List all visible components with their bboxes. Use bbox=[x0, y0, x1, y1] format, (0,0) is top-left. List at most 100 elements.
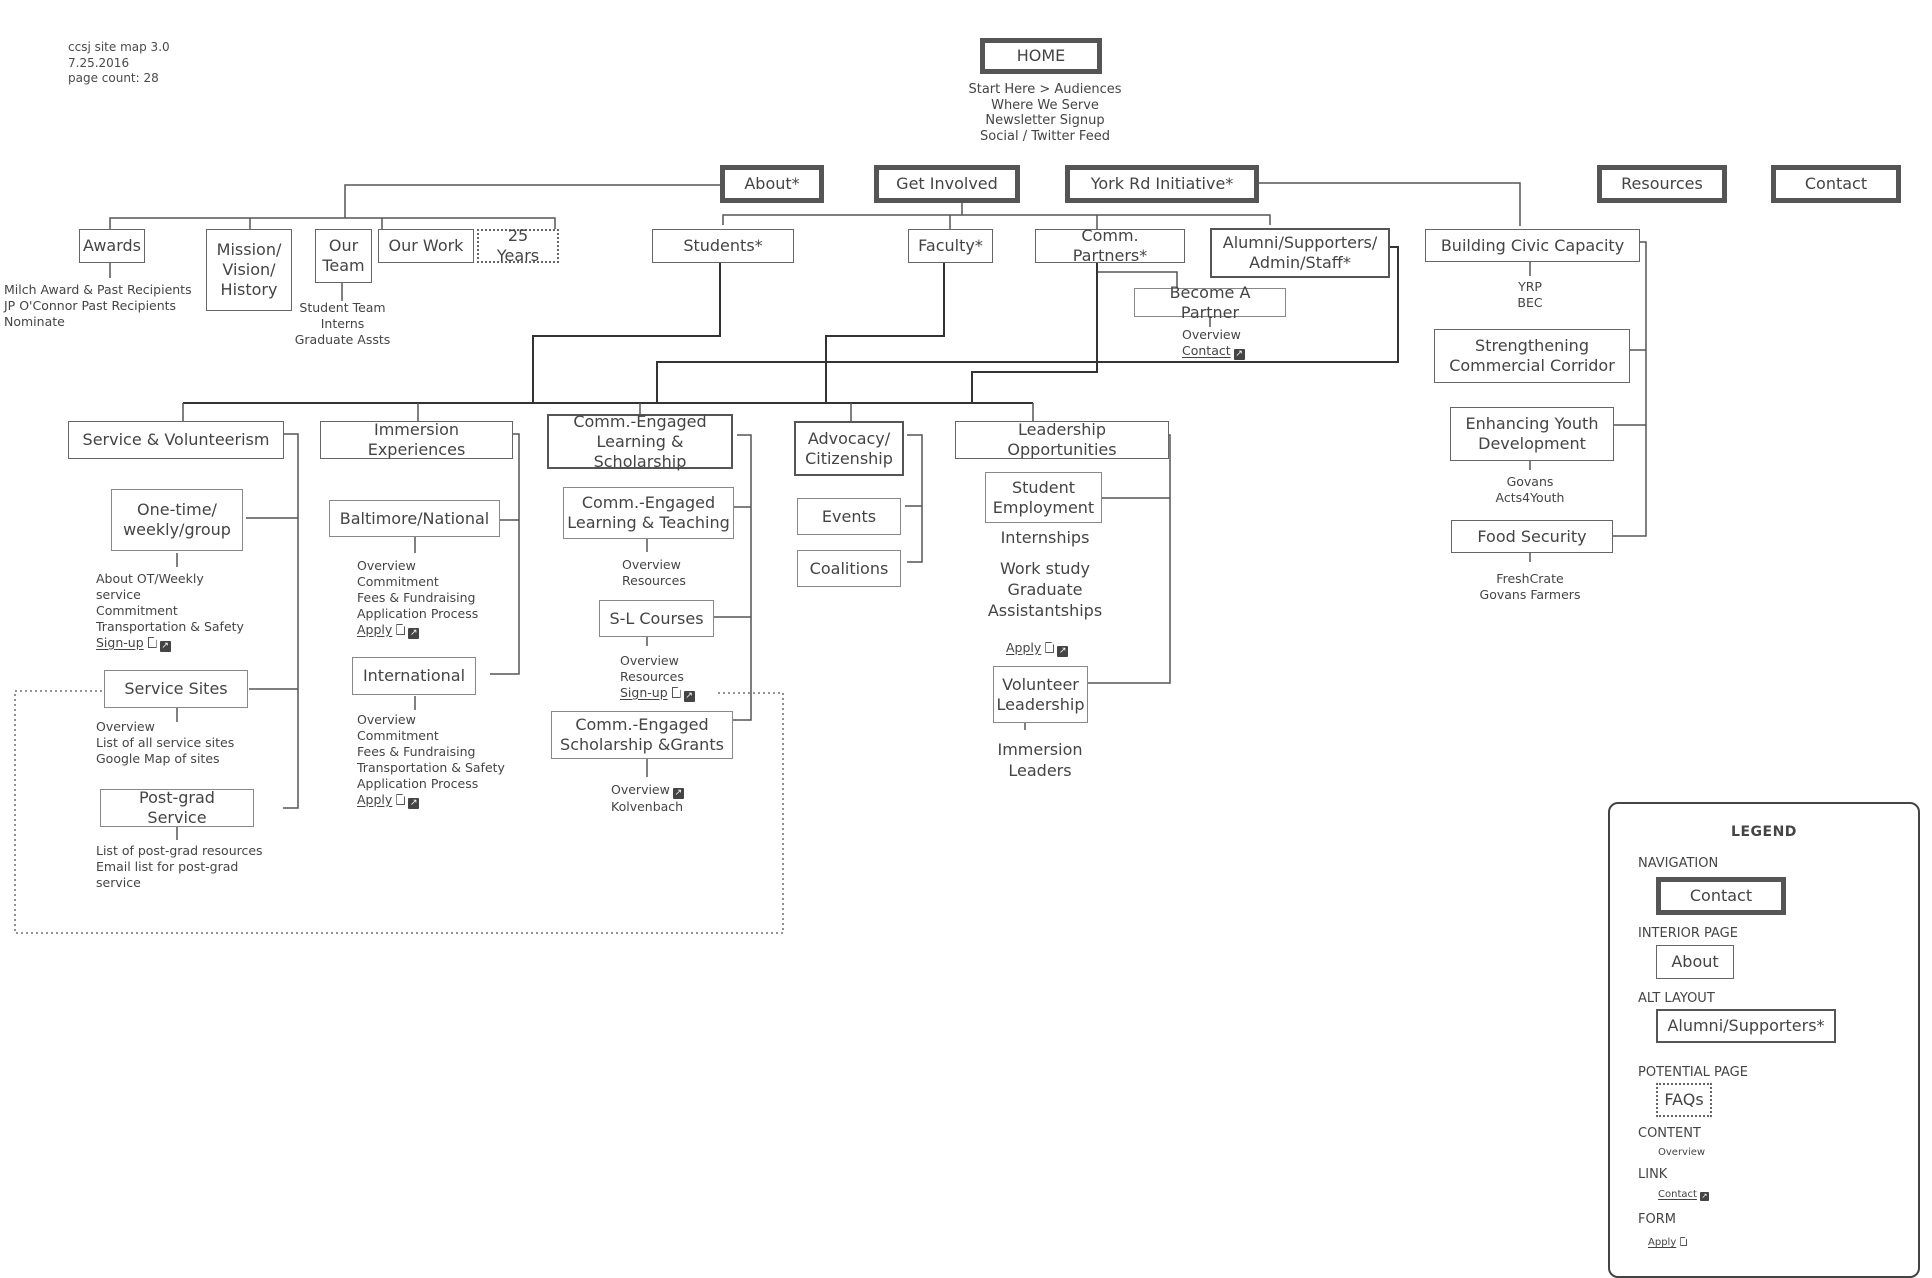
page-awards[interactable]: Awards bbox=[79, 229, 145, 263]
nav-york-rd-initiative[interactable]: York Rd Initiative* bbox=[1065, 165, 1259, 203]
page-comm-engaged-scholarship-grants[interactable]: Comm.-Engaged Scholarship &Grants bbox=[551, 711, 733, 759]
volunteer-content: Immersion Leaders bbox=[985, 739, 1095, 781]
page-faculty[interactable]: Faculty* bbox=[908, 229, 993, 263]
link-label: Overview bbox=[611, 782, 670, 797]
student-employment-content: Internships Work study Graduate Assistan… bbox=[975, 527, 1115, 621]
form-item[interactable]: Sign-up↗ bbox=[620, 685, 695, 702]
link-label: Contact bbox=[1182, 343, 1231, 358]
form-icon bbox=[396, 794, 406, 805]
page-label: Comm.-Engaged Learning & Scholarship bbox=[573, 411, 707, 471]
page-our-team[interactable]: Our Team bbox=[315, 229, 372, 283]
page-label: S-L Courses bbox=[609, 608, 704, 628]
page-label: Food Security bbox=[1477, 526, 1587, 546]
page-label: Alumni/Supporters/ Admin/Staff* bbox=[1222, 233, 1378, 272]
page-enhancing-youth-development[interactable]: Enhancing Youth Development bbox=[1450, 407, 1614, 461]
page-comm-partners[interactable]: Comm. Partners* bbox=[1035, 226, 1185, 265]
content-item: Commitment bbox=[357, 574, 439, 589]
page-events[interactable]: Events bbox=[797, 498, 901, 535]
home-node[interactable]: HOME bbox=[980, 38, 1102, 74]
page-immersion-experiences[interactable]: Immersion Experiences bbox=[320, 420, 513, 459]
page-comm-engaged-learning-teaching[interactable]: Comm.-Engaged Learning & Teaching bbox=[563, 487, 734, 539]
legend-category-navigation: NAVIGATION bbox=[1638, 856, 1719, 871]
page-become-a-partner[interactable]: Become A Partner bbox=[1134, 283, 1286, 322]
page-label: Service Sites bbox=[124, 679, 228, 698]
connector-york bbox=[1258, 182, 1521, 226]
content-item: Where We Serve bbox=[991, 97, 1099, 113]
page-mission-vision-history[interactable]: Mission/ Vision/ History bbox=[206, 229, 292, 311]
page-food-security[interactable]: Food Security bbox=[1451, 520, 1613, 553]
page-label: 25 Years bbox=[496, 226, 540, 265]
page-international[interactable]: International bbox=[352, 657, 476, 695]
content-item: Kolvenbach bbox=[611, 799, 684, 814]
form-item[interactable]: Sign-up↗ bbox=[96, 635, 244, 652]
page-label: Volunteer Leadership bbox=[996, 674, 1085, 714]
page-label: Faculty* bbox=[918, 236, 983, 255]
content-item: JP O'Connor Past Recipients bbox=[4, 298, 177, 313]
content-item: Overview bbox=[357, 558, 416, 573]
form-item[interactable]: Apply↗ bbox=[357, 792, 505, 809]
nav-contact[interactable]: Contact bbox=[1771, 165, 1901, 203]
page-strengthening-commercial-corridor[interactable]: Strengthening Commercial Corridor bbox=[1434, 329, 1630, 383]
become-partner-content: Overview Contact↗ bbox=[1182, 327, 1245, 360]
content-item: Student Team bbox=[299, 300, 386, 315]
form-label: Sign-up bbox=[96, 635, 144, 650]
potential-page-25-years[interactable]: 25 Years bbox=[477, 226, 559, 265]
our-team-content: Student Team Interns Graduate Assts bbox=[285, 300, 400, 348]
content-item: Start Here > Audiences bbox=[968, 82, 1122, 97]
content-item: List of post-grad resources bbox=[96, 843, 263, 858]
legend-sample-form: Apply bbox=[1648, 1237, 1688, 1248]
legend-form-label: Apply bbox=[1648, 1237, 1677, 1248]
page-comm-engaged-learning-scholarship[interactable]: Comm.-Engaged Learning & Scholarship bbox=[547, 411, 733, 471]
page-service-sites[interactable]: Service Sites bbox=[104, 670, 248, 708]
one-time-content: About OT/Weekly service Commitment Trans… bbox=[96, 571, 244, 652]
legend-sample-navigation: Contact bbox=[1656, 877, 1786, 915]
page-label: Our Team bbox=[322, 236, 365, 275]
page-label: Mission/ Vision/ History bbox=[216, 240, 282, 299]
legend-category-potential: POTENTIAL PAGE bbox=[1638, 1065, 1748, 1080]
content-item: FreshCrate bbox=[1496, 571, 1564, 586]
form-item[interactable]: Apply↗ bbox=[357, 622, 478, 639]
legend-category-form: FORM bbox=[1638, 1212, 1676, 1227]
form-item[interactable]: Apply↗ bbox=[1006, 640, 1069, 657]
page-student-employment[interactable]: Student Employment bbox=[985, 472, 1102, 523]
content-item: Fees & Fundraising bbox=[357, 590, 476, 605]
content-item: BEC bbox=[1517, 295, 1543, 310]
connector-alumni-down bbox=[656, 246, 1399, 403]
student-employment-form[interactable]: Apply↗ bbox=[1006, 640, 1069, 657]
external-link-icon: ↗ bbox=[672, 788, 684, 799]
page-alumni-supporters-admin-staff[interactable]: Alumni/Supporters/ Admin/Staff* bbox=[1210, 228, 1390, 278]
link-item[interactable]: Contact↗ bbox=[1182, 343, 1245, 360]
nav-resources[interactable]: Resources bbox=[1597, 165, 1727, 203]
legend-sample-interior: About bbox=[1656, 945, 1734, 979]
nav-get-involved[interactable]: Get Involved bbox=[874, 165, 1020, 203]
link-item[interactable]: Overview↗ bbox=[611, 782, 684, 799]
page-leadership-opportunities[interactable]: Leadership Opportunities bbox=[955, 420, 1169, 459]
page-one-time-weekly-group[interactable]: One-time/ weekly/group bbox=[111, 489, 243, 551]
page-volunteer-leadership[interactable]: Volunteer Leadership bbox=[993, 666, 1088, 723]
form-label: Apply bbox=[357, 622, 393, 637]
connector-advocacy-bracket bbox=[907, 434, 923, 563]
page-label: Leadership Opportunities bbox=[1007, 420, 1117, 459]
sl-courses-content: Overview Resources Sign-up↗ bbox=[620, 653, 695, 702]
page-advocacy-citizenship[interactable]: Advocacy/ Citizenship bbox=[794, 421, 904, 476]
nav-label: Get Involved bbox=[896, 174, 998, 193]
nav-about[interactable]: About* bbox=[720, 165, 824, 203]
page-service-volunteerism[interactable]: Service & Volunteerism bbox=[68, 421, 284, 459]
page-students[interactable]: Students* bbox=[652, 229, 794, 263]
content-item: Internships bbox=[1000, 528, 1090, 547]
content-item: Transportation & Safety bbox=[96, 619, 244, 634]
page-coalitions[interactable]: Coalitions bbox=[797, 550, 901, 587]
sitemap-title: ccsj site map 3.0 bbox=[68, 40, 170, 54]
page-label: Students* bbox=[683, 236, 763, 255]
content-item: Graduate Assistantships bbox=[987, 580, 1103, 620]
page-our-work[interactable]: Our Work bbox=[378, 229, 474, 263]
legend-category-interior: INTERIOR PAGE bbox=[1638, 926, 1738, 941]
content-item: Overview bbox=[96, 719, 155, 734]
page-building-civic-capacity[interactable]: Building Civic Capacity bbox=[1425, 229, 1640, 262]
page-s-l-courses[interactable]: S-L Courses bbox=[599, 600, 714, 637]
page-baltimore-national[interactable]: Baltimore/National bbox=[329, 500, 500, 537]
page-label: Comm. Partners* bbox=[1072, 226, 1148, 265]
page-post-grad-service[interactable]: Post-grad Service bbox=[100, 788, 254, 827]
page-label: Service & Volunteerism bbox=[82, 430, 270, 449]
nav-label: Resources bbox=[1621, 174, 1703, 193]
